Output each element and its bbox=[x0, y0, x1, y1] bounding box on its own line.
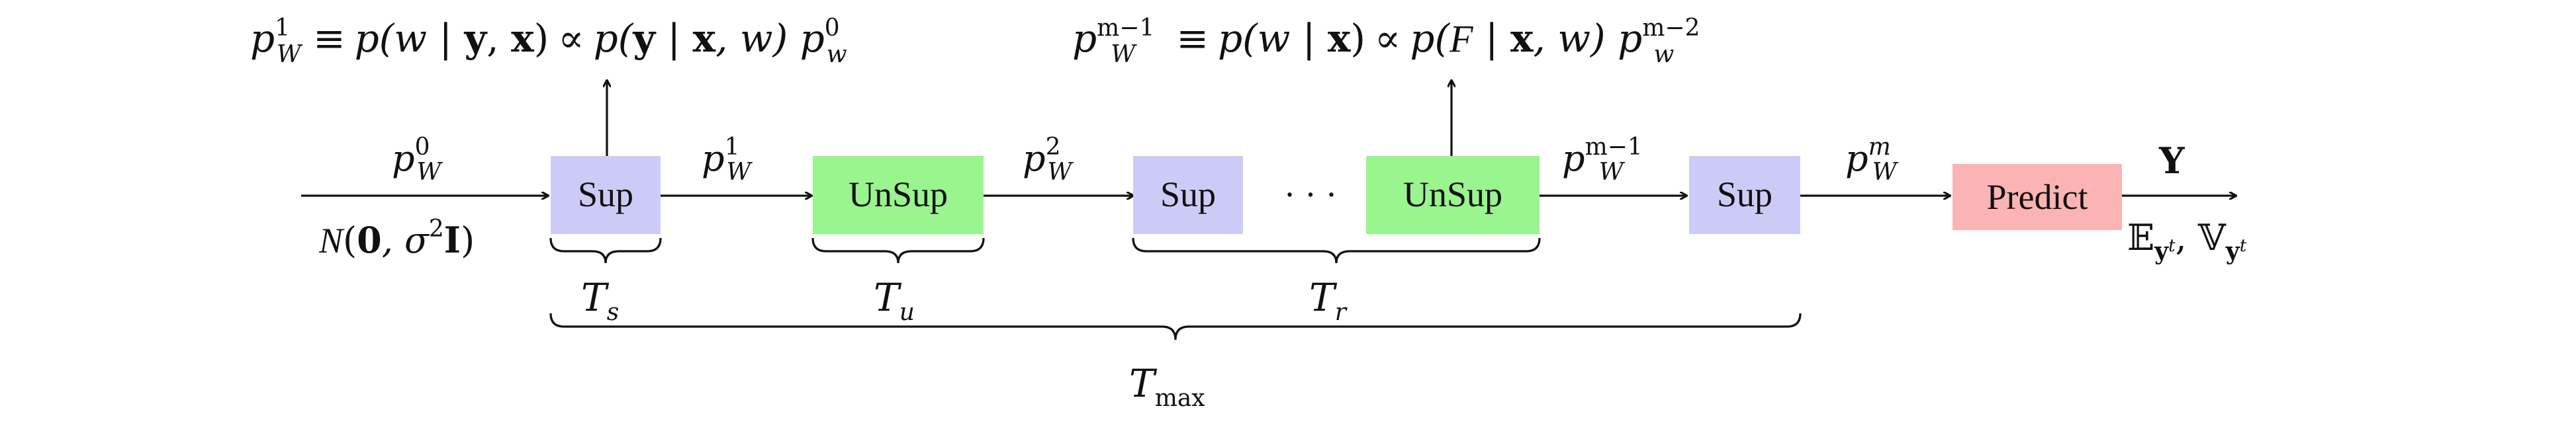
sup-box-1-label: Sup bbox=[578, 175, 633, 214]
sup-box-2: Sup bbox=[1133, 156, 1243, 234]
brace-tmax bbox=[549, 313, 1802, 340]
unsup-box-1-label: UnSup bbox=[849, 175, 948, 214]
sup-box-3: Sup bbox=[1689, 156, 1800, 234]
svg-text:pm−1W≡p(w | x)∝p(F | x, w) pm−: pm−1W≡p(w | x)∝p(F | x, w) pm−2w bbox=[1072, 15, 1700, 68]
ellipsis: · · · bbox=[1284, 175, 1338, 214]
predict-box: Predict bbox=[1953, 164, 2122, 230]
brace-ts bbox=[549, 237, 662, 264]
label-output-moments: 𝔼yt, 𝕍yt bbox=[2127, 217, 2247, 265]
sup-box-1: Sup bbox=[551, 156, 661, 234]
unsup-box-1: UnSup bbox=[813, 156, 984, 234]
sup-box-2-label: Sup bbox=[1160, 175, 1216, 214]
brace-label-tu: Tu bbox=[874, 275, 915, 326]
label-output-Y: Y bbox=[2158, 140, 2185, 182]
unsup-box-2-rect bbox=[1366, 156, 1540, 234]
sup-box-3-rect bbox=[1689, 156, 1800, 234]
unsup-box-2-label: UnSup bbox=[1403, 175, 1502, 214]
sup-box-1-rect bbox=[551, 156, 661, 234]
brace-label-tmax: Tmax bbox=[1129, 361, 1205, 412]
predict-box-label: Predict bbox=[1987, 177, 2088, 217]
brace-label-ts: Ts bbox=[581, 275, 619, 326]
unsup-box-1-rect bbox=[813, 156, 984, 234]
brace-tr bbox=[1132, 237, 1541, 264]
brace-tu bbox=[811, 237, 985, 264]
sup-box-2-rect bbox=[1133, 156, 1243, 234]
brace-label-tr: Tr bbox=[1309, 275, 1348, 326]
label-normal-prior: N(0, σ2I) bbox=[318, 216, 475, 261]
predict-box-rect bbox=[1953, 164, 2122, 230]
unsup-box-2: UnSup bbox=[1366, 156, 1540, 234]
svg-text:p1W≡p(w | y, x)∝p(y | x, w) p0: p1W≡p(w | y, x)∝p(y | x, w) p0w bbox=[250, 15, 847, 68]
sup-box-3-label: Sup bbox=[1717, 175, 1772, 214]
